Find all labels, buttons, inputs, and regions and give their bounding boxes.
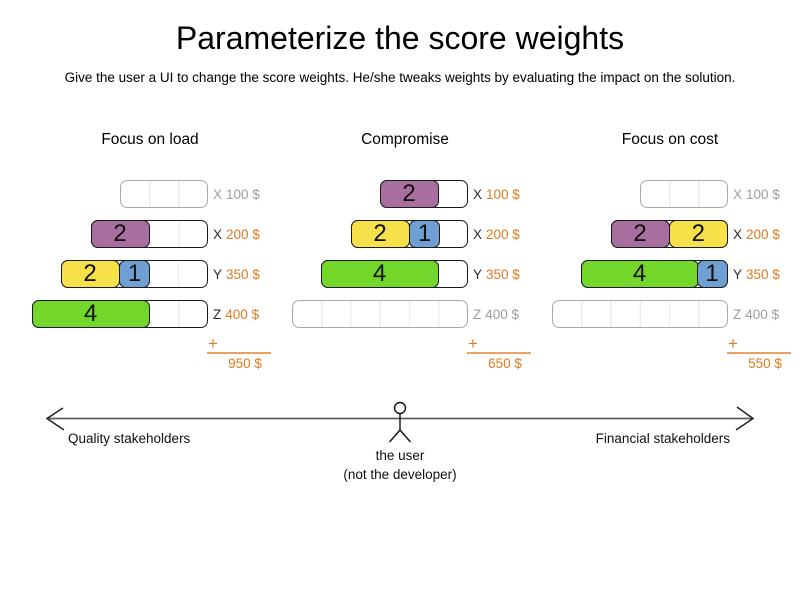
constraint-price: 200 $ [746, 226, 780, 242]
sum-total: 650 $ [488, 356, 522, 371]
plus-sign: + [468, 334, 478, 353]
constraint-price: 350 $ [486, 266, 520, 282]
row-label: X 200 $ [473, 220, 520, 248]
weight-row: 2 [379, 179, 468, 208]
weight-row: 2 1 [350, 219, 468, 248]
constraint-letter: Z [733, 306, 742, 322]
weight-block: 2 [90, 219, 150, 248]
scenario-title-compromise: Compromise [361, 131, 449, 148]
sum-line [467, 352, 531, 354]
weight-row: 2 2 [610, 219, 728, 248]
weight-block: 1 [696, 259, 728, 288]
constraint-letter: X [733, 186, 743, 202]
weight-row: 4 [320, 259, 468, 288]
constraint-price: 400 $ [485, 306, 520, 322]
sum: + 550 $ [727, 334, 791, 371]
sum-total: 950 $ [228, 356, 262, 371]
row-label: Y 350 $ [733, 260, 780, 288]
weight-row: 2 1 [60, 259, 208, 288]
constraint-price: 400 $ [745, 306, 780, 322]
row-label: X 100 $ [733, 180, 780, 208]
actor-caption-line2: (not the developer) [343, 467, 457, 482]
row-label: X 100 $ [473, 180, 520, 208]
constraint-letter: Y [213, 266, 223, 282]
axis-right-label: Financial stakeholders [595, 431, 730, 446]
weight-row [640, 180, 728, 208]
row-label: X 200 $ [733, 220, 780, 248]
weight-row: 2 [90, 219, 208, 248]
constraint-letter: X [213, 226, 223, 242]
weight-row [120, 180, 208, 208]
constraint-price: 100 $ [226, 186, 260, 202]
sum-line [207, 352, 271, 354]
constraint-price: 350 $ [226, 266, 260, 282]
constraint-letter: X [473, 186, 483, 202]
row-label: Y 350 $ [473, 260, 520, 288]
sum: + 950 $ [207, 334, 271, 371]
row-label: Z 400 $ [213, 300, 259, 328]
weight-block: 2 [379, 179, 439, 208]
constraint-price: 100 $ [746, 186, 780, 202]
weight-block: 2 [669, 219, 728, 248]
page-subtitle: Give the user a UI to change the score w… [64, 70, 736, 85]
weight-block: 4 [320, 259, 439, 288]
weight-block: 4 [580, 259, 699, 288]
sum-line [727, 352, 791, 354]
actor-caption-line1: the user [375, 448, 425, 463]
weight-block: 4 [31, 299, 150, 328]
weight-row [292, 300, 468, 328]
page-title: Parameterize the score weights [175, 20, 625, 56]
row-label: Y 350 $ [213, 260, 260, 288]
weight-block: 1 [409, 219, 440, 248]
weight-row: 4 1 [580, 259, 728, 288]
constraint-letter: Y [733, 266, 743, 282]
constraint-price: 200 $ [226, 226, 260, 242]
plus-sign: + [208, 334, 218, 353]
double-arrow-icon [45, 406, 755, 431]
constraint-letter: Y [473, 266, 483, 282]
row-label: Z 400 $ [733, 300, 779, 328]
row-label: Z 400 $ [473, 300, 519, 328]
actor-icon [388, 401, 412, 443]
weight-row [552, 300, 728, 328]
constraint-letter: X [733, 226, 743, 242]
constraint-letter: X [213, 186, 223, 202]
constraint-letter: X [473, 226, 483, 242]
weight-block: 2 [350, 219, 410, 248]
scenario-title-focus-on-load: Focus on load [101, 131, 199, 148]
constraint-price: 100 $ [486, 186, 520, 202]
sum-total: 550 $ [748, 356, 782, 371]
weight-row: 4 [31, 299, 208, 328]
weight-block: 2 [60, 259, 120, 288]
constraint-letter: Z [473, 306, 482, 322]
scenario-title-focus-on-cost: Focus on cost [621, 131, 719, 148]
weight-block: 2 [610, 219, 670, 248]
weight-block: 1 [119, 259, 150, 288]
axis-left-label: Quality stakeholders [68, 431, 191, 446]
plus-sign: + [728, 334, 738, 353]
constraint-price: 200 $ [486, 226, 520, 242]
sum: + 650 $ [467, 334, 531, 371]
constraint-price: 350 $ [746, 266, 780, 282]
constraint-price: 400 $ [225, 306, 260, 322]
row-label: X 200 $ [213, 220, 260, 248]
row-label: X 100 $ [213, 180, 260, 208]
constraint-letter: Z [213, 306, 222, 322]
